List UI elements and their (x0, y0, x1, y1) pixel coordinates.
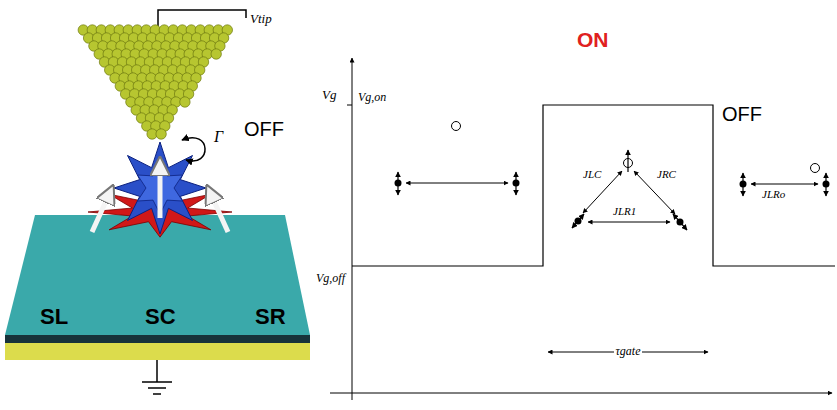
spin-label: SL (40, 305, 68, 329)
state-label: OFF (722, 103, 762, 125)
state-label: ON (577, 28, 609, 51)
empty-site (811, 164, 820, 173)
spin-label: SR (255, 305, 286, 329)
axis-tick (347, 105, 352, 106)
empty-site (452, 122, 461, 131)
insulator-layer (5, 335, 310, 343)
rate-label: Γ (214, 128, 223, 146)
coupling-label: JLRo (762, 188, 785, 200)
tip-atom (156, 129, 166, 139)
tunneling-arrow (182, 138, 205, 161)
coupling-label: JLR1 (613, 205, 636, 217)
level-label: Vg,off (316, 272, 345, 285)
level-label: Vg,on (356, 91, 388, 104)
spin-symbol (673, 214, 687, 230)
axis-label: Vg (322, 88, 336, 102)
spin-arrow (158, 160, 163, 218)
spin-arrow (92, 188, 112, 232)
spin-symbol (395, 172, 402, 195)
spin-symbol (513, 172, 520, 195)
ground-symbol (153, 393, 161, 395)
spin-arrow (208, 188, 228, 232)
x-axis (330, 393, 832, 394)
spin-symbol (572, 214, 584, 228)
tip-atom (180, 97, 190, 107)
tip-atom (211, 49, 221, 59)
stm-tip (78, 25, 232, 139)
gate-pulse (352, 105, 835, 266)
molecule (88, 142, 232, 237)
duration-label: τgate (614, 345, 643, 358)
coupling-arrow (588, 222, 670, 223)
voltage-label: Vtip (250, 12, 272, 26)
ground-symbol (148, 387, 166, 389)
spin-symbol (823, 173, 830, 196)
ground-wire (156, 360, 158, 382)
y-axis (352, 58, 353, 400)
metal-base (5, 343, 310, 360)
state-label: OFF (244, 118, 284, 140)
spin-label: SC (145, 305, 176, 329)
spin-symbol (740, 173, 747, 196)
ground-symbol (142, 381, 172, 383)
coupling-arrow (406, 183, 508, 184)
coupling-arrow (751, 184, 818, 185)
core-star (114, 142, 206, 234)
coupling-label: JLC (583, 168, 601, 180)
spin-arrow (627, 150, 628, 172)
coupling-label: JRC (657, 168, 676, 180)
